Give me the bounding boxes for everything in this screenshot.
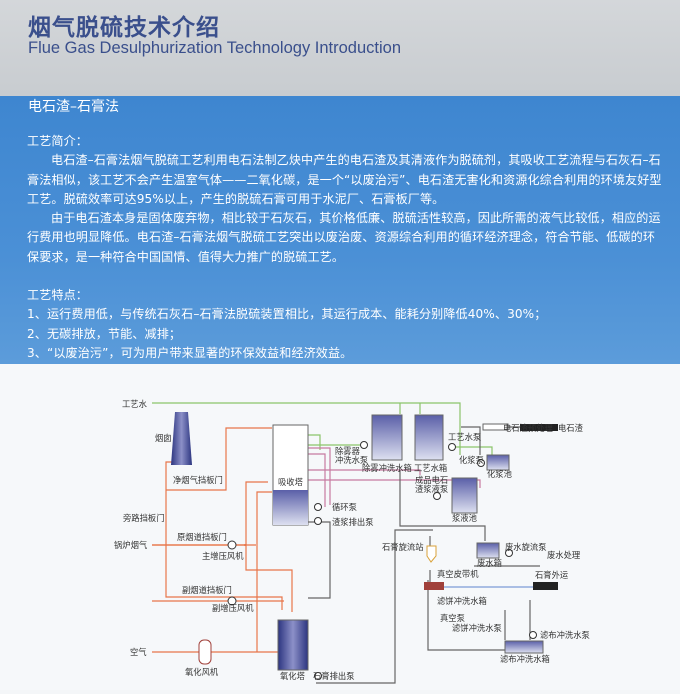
label: 原烟道挡板门 [177,532,227,542]
process-flow-diagram: 工艺水 烟囱 净烟气挡板门 旁路挡板门 锅炉烟气 原烟道挡板门 主增压风机 副烟… [0,364,680,690]
label: 滤布冲洗水泵 [540,630,590,640]
chimney-icon [171,412,192,465]
feature-item: 2、无碳排放，节能、减排； [27,326,182,341]
intro-heading: 工艺简介： [27,134,88,148]
equipment [171,412,558,671]
label: 石膏排出泵 [313,671,355,681]
label: 石膏外运 [535,570,569,580]
section-title: 电石渣–石膏法 [28,99,119,115]
label: 化浆池 [487,469,512,479]
label: 空气 [130,647,147,657]
label: 氧化塔 [280,671,306,681]
mist-wash-tank-icon [371,414,403,461]
page-title: 烟气脱硫技术介绍 [28,14,220,41]
feature-item: 3、“以废治污”，可为用户带来显著的环保效益和经济效益。 [27,345,353,360]
label: 成品电石 [415,475,448,485]
feature-item: 1、运行费用低，与传统石灰石–石膏法脱硫装置相比，其运行成本、能耗分别降低40%… [27,307,547,322]
diagram-labels: 工艺水 烟囱 净烟气挡板门 旁路挡板门 锅炉烟气 原烟道挡板门 主增压风机 副烟… [114,399,590,681]
label: 废水箱 [477,558,502,568]
label-process-water: 工艺水 [122,399,148,409]
label: 滤饼冲洗水泵 [452,623,502,633]
label: 电石渣预处理 [503,423,553,433]
label: 废水旋流泵 [505,542,547,552]
label: 副增压风机 [212,603,254,613]
label: 渣浆液泵 [415,484,448,494]
label: 化浆泵 [459,455,484,465]
label: 冲洗水泵 [335,455,368,465]
intro-paragraph: 由于电石渣本身是固体废弃物，相比较于石灰石，其价格低廉、脱硫活性较高，因此所需的… [27,211,661,264]
intro-paragraph: 电石渣–石膏法烟气脱硫工艺利用电石法制乙炔中产生的电石渣及其清液作为脱硫剂，其吸… [27,153,662,206]
waste-water-tank-icon [476,542,500,559]
content-panel [0,96,680,364]
label: 废水处理 [547,550,581,560]
label: 除雾冲洗水箱 [362,463,412,473]
label: 真空泵 [440,613,465,623]
filter-cloth-tank-icon [504,640,544,654]
pipes [152,402,548,684]
label: 除雾器 [335,446,361,456]
cyclone-icon [426,545,437,563]
label: 滤布冲洗水箱 [500,654,550,664]
slurry-pool-icon [486,454,510,471]
diagram-svg: 工艺水 烟囱 净烟气挡板门 旁路挡板门 锅炉烟气 原烟道挡板门 主增压风机 副烟… [114,399,590,684]
label: 石膏旋流站 [382,542,424,552]
label: 主增压风机 [202,551,244,561]
label: 副烟道挡板门 [182,585,232,595]
oxidation-fan-icon [198,639,212,665]
label: 锅炉烟气 [114,540,147,550]
carbide-slag-icon [520,424,558,431]
page-subtitle-en: Flue Gas Desulphurization Technology Int… [28,39,401,57]
section-body: 工艺简介： 电石渣–石膏法烟气脱硫工艺利用电石法制乙炔中产生的电石渣及其清液作为… [27,132,667,363]
label-chimney: 烟囱 [155,433,172,443]
header [0,0,680,96]
label: 净烟气挡板门 [173,475,223,485]
label: 渣浆排出泵 [332,517,374,527]
gypsum-output-icon [533,582,558,590]
label: 旁路挡板门 [123,513,165,523]
label: 氧化风机 [185,667,219,677]
label: 滤饼冲洗水箱 [437,596,487,606]
slurry-tank-icon [451,477,478,514]
vacuum-belt-icon [424,582,444,590]
label: 电石渣 [558,423,584,433]
process-water-tank-icon [414,414,444,461]
pumps [227,441,537,680]
label: 真空皮带机 [437,569,479,579]
label: 循环泵 [332,502,357,512]
features-heading: 工艺特点： [27,288,88,303]
label: 工艺水箱 [414,463,447,473]
label: 工艺水泵 [448,432,481,442]
label: 吸收塔 [278,477,304,487]
label: 浆液池 [452,513,477,523]
oxidation-tower-icon [277,619,309,671]
